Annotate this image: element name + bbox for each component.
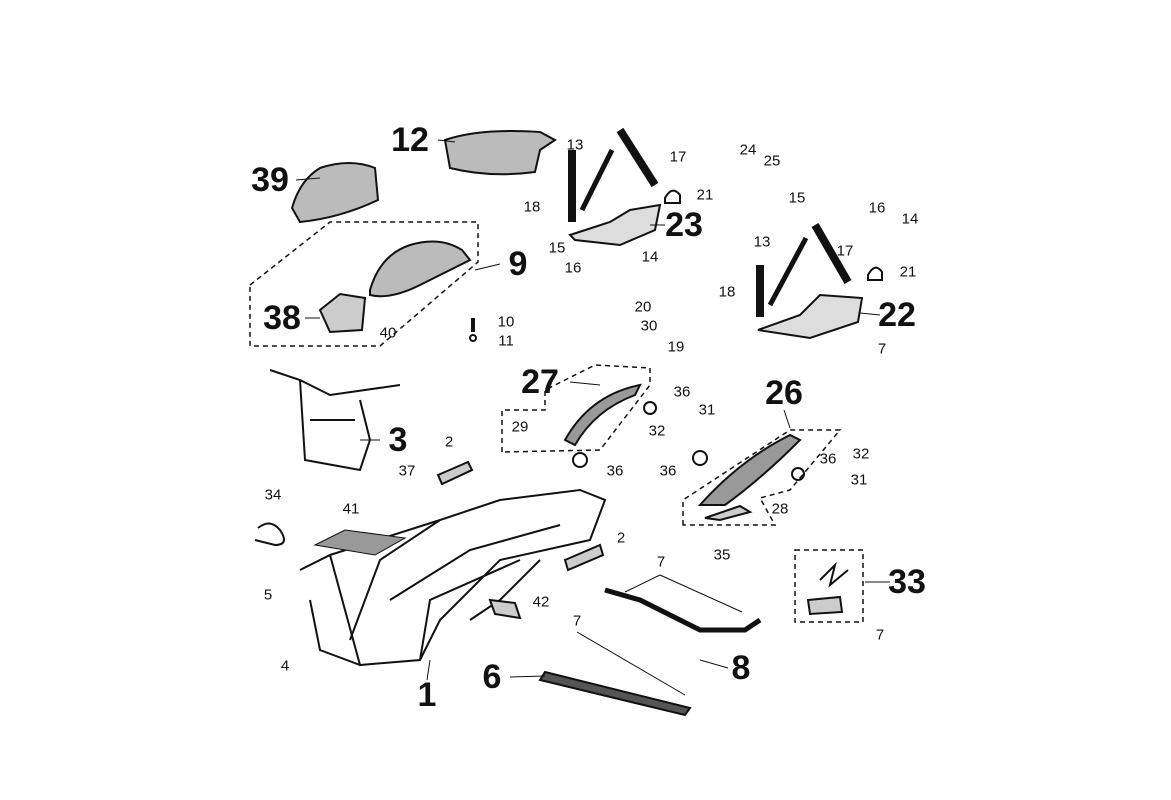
callout-36: 36 <box>659 462 677 480</box>
callout-39: 39 <box>251 161 289 199</box>
part-36b <box>572 452 588 468</box>
callout-40: 40 <box>379 324 397 342</box>
part-bar-8 <box>604 587 762 633</box>
callout-17: 17 <box>669 148 687 166</box>
callout-20: 20 <box>634 298 652 316</box>
callout-14: 14 <box>901 210 919 228</box>
part-13a <box>579 148 615 212</box>
part-box-33 <box>794 549 864 623</box>
part-frame-3 <box>269 369 401 472</box>
part-cover-39 <box>290 162 380 224</box>
callout-38: 38 <box>263 299 301 337</box>
callout-7: 7 <box>572 612 582 630</box>
callout-22: 22 <box>878 296 916 334</box>
callout-17: 17 <box>836 242 854 260</box>
callout-16: 16 <box>564 259 582 277</box>
part-33-bracket <box>806 595 844 616</box>
callout-28: 28 <box>771 500 789 518</box>
callout-7: 7 <box>875 626 885 644</box>
callout-4: 4 <box>280 657 290 675</box>
leader-lines <box>295 139 890 696</box>
callout-13: 13 <box>753 233 771 251</box>
part-seat-9 <box>369 240 472 298</box>
callout-2: 2 <box>616 529 626 547</box>
callout-6: 6 <box>482 658 502 696</box>
callout-26: 26 <box>765 374 803 412</box>
callout-25: 25 <box>763 152 781 170</box>
callout-32: 32 <box>648 422 666 440</box>
part-box-27 <box>501 364 651 453</box>
callout-42: 42 <box>532 593 550 611</box>
callout-41: 41 <box>342 500 360 518</box>
callout-24: 24 <box>739 141 757 159</box>
callout-14: 14 <box>641 248 659 266</box>
part-17a <box>616 127 659 188</box>
callout-15: 15 <box>788 189 806 207</box>
part-11 <box>469 334 477 342</box>
part-34 <box>254 522 285 547</box>
callout-27: 27 <box>521 363 559 401</box>
callout-19: 19 <box>667 338 685 356</box>
callout-3: 3 <box>388 421 408 459</box>
callout-36: 36 <box>673 383 691 401</box>
callout-18: 18 <box>523 198 541 216</box>
part-28 <box>704 504 753 522</box>
part-42 <box>488 598 522 620</box>
callout-36: 36 <box>606 462 624 480</box>
callout-23: 23 <box>665 206 703 244</box>
part-bracket-22 <box>757 293 864 340</box>
callout-21: 21 <box>696 186 714 204</box>
callout-16: 16 <box>868 199 886 217</box>
callout-15: 15 <box>548 239 566 257</box>
part-box-9 <box>249 221 479 347</box>
callout-5: 5 <box>263 586 273 604</box>
callout-35: 35 <box>713 546 731 564</box>
part-21a <box>664 189 681 204</box>
callout-31: 31 <box>698 401 716 419</box>
callout-21: 21 <box>899 263 917 281</box>
part-17b <box>811 222 852 285</box>
callout-30: 30 <box>640 317 658 335</box>
callout-18: 18 <box>718 283 736 301</box>
part-rail-27 <box>563 383 642 447</box>
callout-34: 34 <box>264 486 282 504</box>
part-bracket-23 <box>568 203 662 247</box>
callout-31: 31 <box>850 471 868 489</box>
part-13b <box>767 236 809 307</box>
part-36d <box>791 467 805 481</box>
callout-29: 29 <box>511 418 529 436</box>
part-2b <box>563 543 605 572</box>
callout-7: 7 <box>877 340 887 358</box>
callout-12: 12 <box>391 121 429 159</box>
part-2a <box>436 460 474 486</box>
callout-7: 7 <box>656 553 666 571</box>
callout-1: 1 <box>417 676 437 714</box>
callout-13: 13 <box>566 136 584 154</box>
callout-33: 33 <box>888 563 926 601</box>
part-seat-12 <box>443 130 557 176</box>
part-mat-41 <box>313 529 407 556</box>
part-rail-26 <box>697 433 802 506</box>
callout-11: 11 <box>498 332 514 350</box>
callout-37: 37 <box>398 462 416 480</box>
callout-10: 10 <box>497 313 515 331</box>
callout-32: 32 <box>852 445 870 463</box>
callout-8: 8 <box>731 649 751 687</box>
part-box-26 <box>682 429 842 526</box>
callout-9: 9 <box>508 245 528 283</box>
callout-2: 2 <box>444 433 454 451</box>
part-36a <box>643 401 657 415</box>
part-36c <box>692 450 708 466</box>
part-21b <box>867 266 883 281</box>
callout-36: 36 <box>819 450 837 468</box>
part-board-6 <box>538 670 692 717</box>
part-38 <box>318 292 367 334</box>
